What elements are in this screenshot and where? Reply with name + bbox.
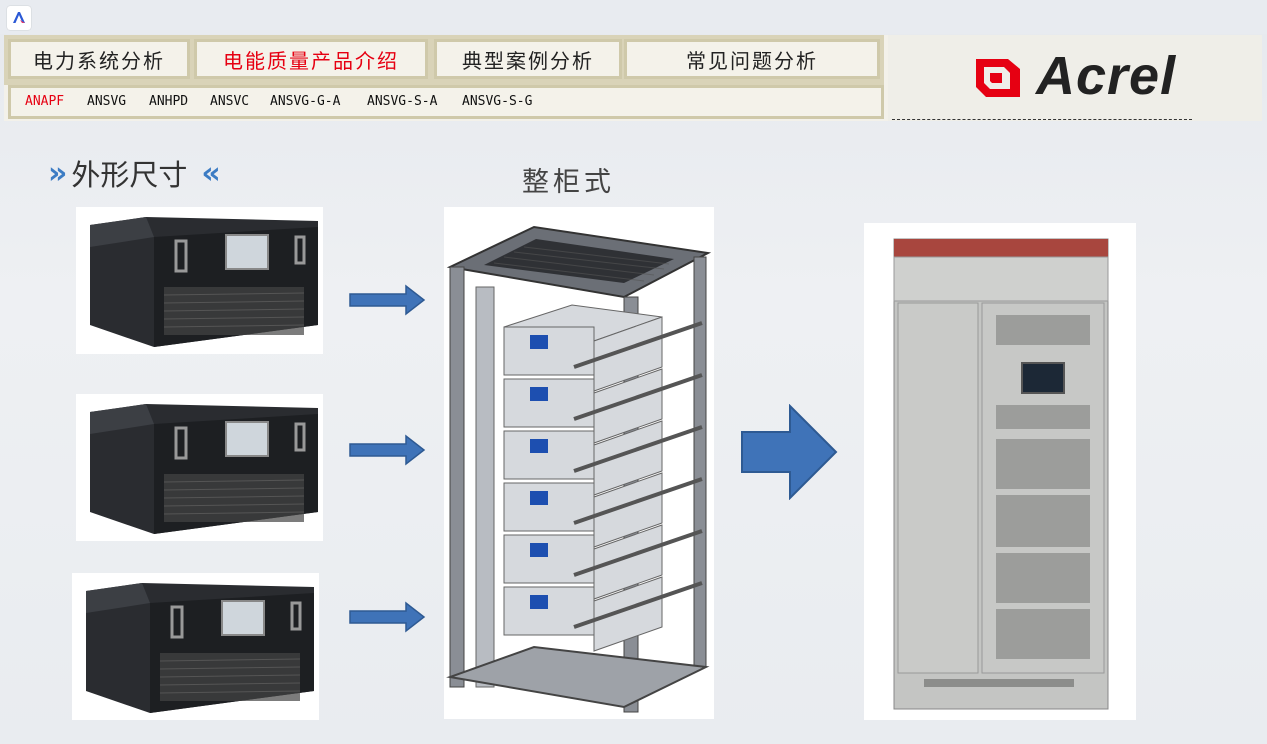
brand-divider [892, 119, 1192, 120]
navigation-header: 电力系统分析 电能质量产品介绍 典型案例分析 常见问题分析 ANAPF ANSV… [4, 35, 1262, 121]
subtab-anhpd[interactable]: ANHPD [149, 94, 189, 109]
cabinet-frame-icon [446, 225, 712, 713]
tab-typical-cases[interactable]: 典型案例分析 [434, 39, 622, 79]
subtab-ansvg-s-g[interactable]: ANSVG-S-G [462, 94, 533, 109]
section-heading: » 外形尺寸 « [48, 152, 221, 194]
rack-module-icon [86, 583, 314, 713]
cabinet-frame-image [444, 207, 714, 719]
subtab-ansvg-s-a[interactable]: ANSVG-S-A [367, 94, 438, 109]
module-image-3 [72, 573, 319, 720]
cabinet-icon [893, 238, 1109, 710]
brand-name: Acrel [1036, 46, 1177, 106]
main-tabs-row: 电力系统分析 电能质量产品介绍 典型案例分析 常见问题分析 [4, 35, 884, 85]
subtab-ansvg-g-a[interactable]: ANSVG-G-A [270, 94, 341, 109]
subtab-anapf[interactable]: ANAPF [25, 94, 65, 109]
tab-power-quality-products[interactable]: 电能质量产品介绍 [194, 39, 428, 79]
big-arrow-right-icon [741, 404, 838, 500]
arrow-right-icon [349, 284, 426, 316]
chevron-right-icon: » [48, 155, 68, 191]
app-logo-icon[interactable] [7, 6, 31, 30]
brand-area: Acrel [888, 35, 1262, 121]
rack-module-icon [90, 404, 318, 534]
top-bar [0, 0, 1267, 34]
tab-power-system-analysis[interactable]: 电力系统分析 [8, 39, 190, 79]
section-title: 外形尺寸 [71, 158, 188, 192]
cabinet-photo [864, 223, 1136, 720]
subtab-ansvg[interactable]: ANSVG [87, 94, 127, 109]
arrow-right-icon [349, 601, 426, 633]
chevron-left-icon: « [201, 155, 221, 191]
module-image-1 [76, 207, 323, 354]
rack-module-icon [90, 217, 318, 347]
acrel-logo-icon [976, 59, 1020, 97]
subtab-ansvc[interactable]: ANSVC [210, 94, 250, 109]
sub-tabs-row: ANAPF ANSVG ANHPD ANSVC ANSVG-G-A ANSVG-… [8, 85, 884, 119]
tab-common-issues[interactable]: 常见问题分析 [624, 39, 880, 79]
arrow-right-icon [349, 434, 426, 466]
module-image-2 [76, 394, 323, 541]
cabinet-label: 整柜式 [522, 167, 615, 198]
